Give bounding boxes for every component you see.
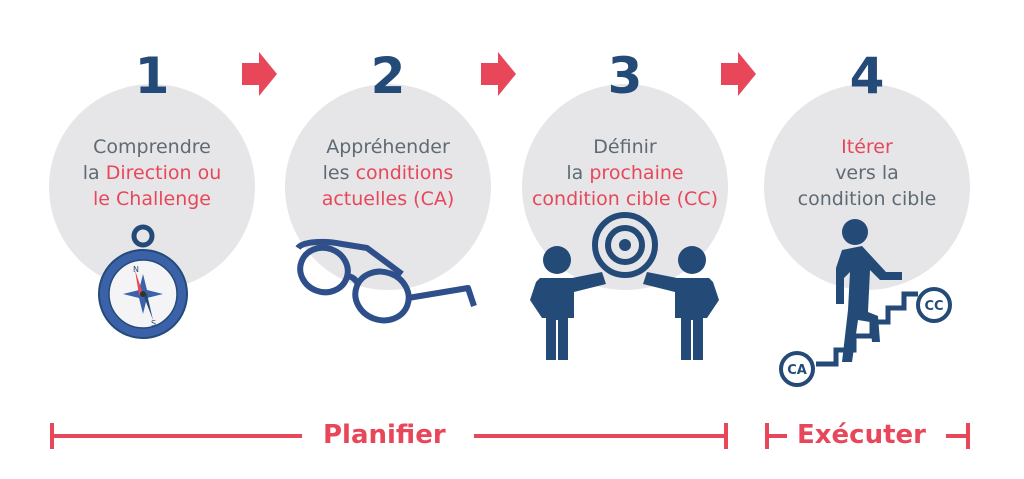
- text-line: la Direction ou: [37, 160, 267, 186]
- step-4-text: Itérer vers la condition cible: [752, 134, 982, 212]
- highlighted-text: prochaine: [589, 162, 684, 184]
- ca-label: CA: [787, 363, 807, 378]
- highlighted-text: condition cible (CC): [531, 188, 719, 210]
- phase-execute-label: Exécuter: [797, 420, 926, 450]
- arrow-right-icon: [481, 52, 516, 96]
- phase-plan-label: Planifier: [323, 420, 446, 450]
- step-3-number: 3: [607, 47, 643, 105]
- arrow-right-icon: [242, 52, 277, 96]
- text: la: [566, 162, 590, 184]
- text-line: condition cible: [752, 186, 982, 212]
- highlighted-text: actuelles (CA): [321, 188, 455, 210]
- plan-line-right: [474, 434, 728, 438]
- step-2-number: 2: [370, 47, 406, 105]
- text-line: les conditions: [273, 160, 503, 186]
- target-people-icon: [530, 212, 719, 360]
- arrow-right-icon: [721, 52, 756, 96]
- execute-line-right: [946, 434, 970, 438]
- text-line: Itérer: [752, 134, 982, 160]
- text-line: Comprendre: [37, 134, 267, 160]
- stairs-climber-icon: CA CC: [779, 219, 952, 387]
- text: la: [82, 162, 106, 184]
- text: les: [322, 162, 356, 184]
- execute-line-left: [765, 434, 787, 438]
- execute-bracket-end: [966, 423, 970, 449]
- compass-n: N: [133, 265, 139, 274]
- cc-label: CC: [924, 299, 943, 314]
- text: Comprendre: [93, 136, 211, 158]
- text-line: Définir: [510, 134, 740, 160]
- text-line: le Challenge: [37, 186, 267, 212]
- highlighted-text: Itérer: [841, 136, 893, 158]
- compass-s: S: [151, 319, 156, 328]
- text-line: actuelles (CA): [273, 186, 503, 212]
- highlighted-text: conditions: [355, 162, 454, 184]
- glasses-icon: [295, 238, 477, 324]
- text-line: vers la: [752, 160, 982, 186]
- step-1-number: 1: [134, 47, 170, 105]
- plan-bracket-end: [724, 423, 728, 449]
- text: vers la: [835, 162, 899, 184]
- text: Définir: [593, 136, 657, 158]
- highlighted-text: Direction ou: [105, 162, 222, 184]
- plan-line-left: [50, 434, 302, 438]
- step-2-circle: [285, 84, 491, 290]
- highlighted-text: le Challenge: [93, 188, 211, 210]
- compass-icon: N S: [98, 224, 188, 339]
- text: Appréhender: [326, 136, 450, 158]
- step-4-number: 4: [849, 47, 885, 105]
- text-line: la prochaine: [510, 160, 740, 186]
- text-line: condition cible (CC): [510, 186, 740, 212]
- text: condition cible: [797, 188, 937, 210]
- text-line: Appréhender: [273, 134, 503, 160]
